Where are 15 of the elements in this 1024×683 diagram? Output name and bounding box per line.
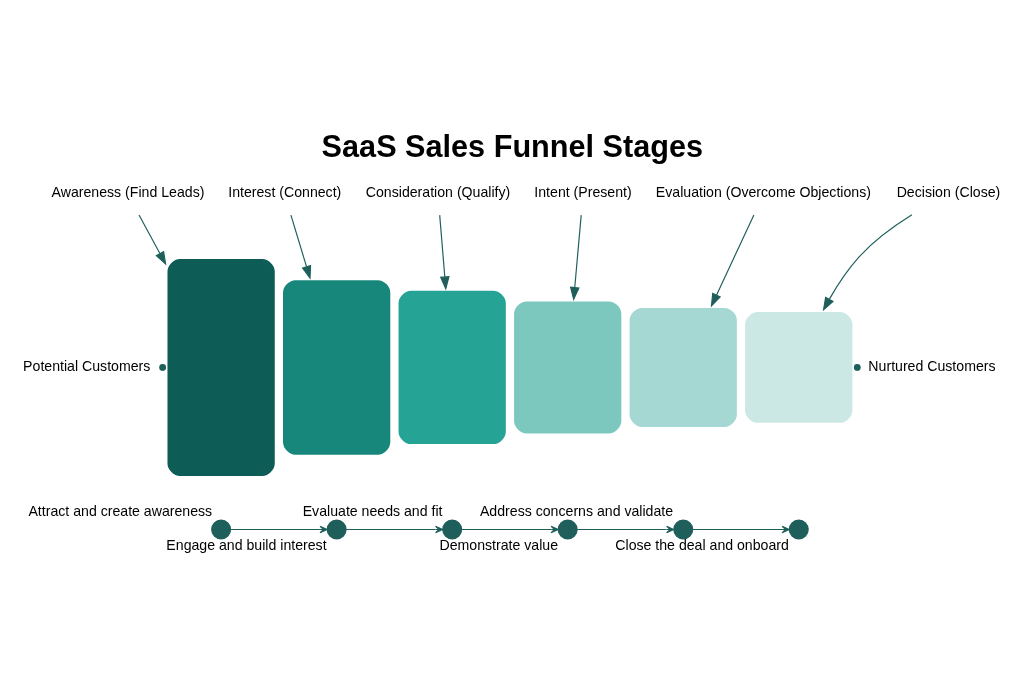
node-text: Consideration (Qualify) — [365, 184, 511, 201]
diagram-title: SaaS Sales Funnel Stages — [321, 128, 704, 163]
node-text: Intent (Present) — [534, 184, 632, 201]
node-text: Potential Customers — [23, 358, 151, 375]
node-label: Attract and create awareness — [28, 503, 213, 520]
node-text: Nurtured Customers — [868, 358, 996, 375]
node-label: Evaluate needs and fit — [302, 503, 443, 520]
node-label: Demonstrate value — [439, 537, 559, 554]
node-label: Address concerns and validate — [479, 503, 674, 520]
node-label: Engage and build interest — [166, 537, 327, 554]
node-text: Awareness (Find Leads) — [51, 184, 205, 201]
node-text: Decision (Close) — [896, 184, 1001, 201]
node-text: Interest (Connect) — [228, 184, 342, 201]
node-text: Evaluation (Overcome Objections) — [655, 184, 871, 201]
node-label: Close the deal and onboard — [615, 537, 789, 554]
